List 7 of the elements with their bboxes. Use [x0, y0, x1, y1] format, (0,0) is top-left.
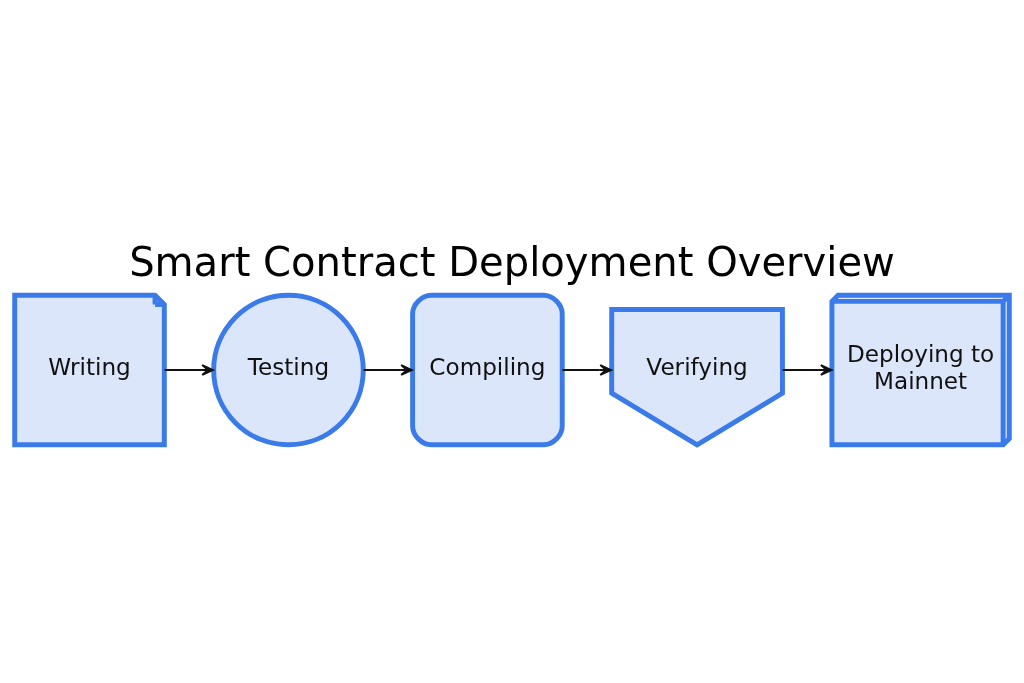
arrow — [781, 364, 833, 376]
node-box: Compiling — [410, 292, 565, 448]
diagram-title: Smart Contract Deployment Overview — [129, 239, 895, 286]
arrow — [163, 364, 214, 376]
node-circle: Testing — [211, 292, 366, 448]
arrow — [362, 364, 413, 376]
arrow — [561, 364, 612, 376]
